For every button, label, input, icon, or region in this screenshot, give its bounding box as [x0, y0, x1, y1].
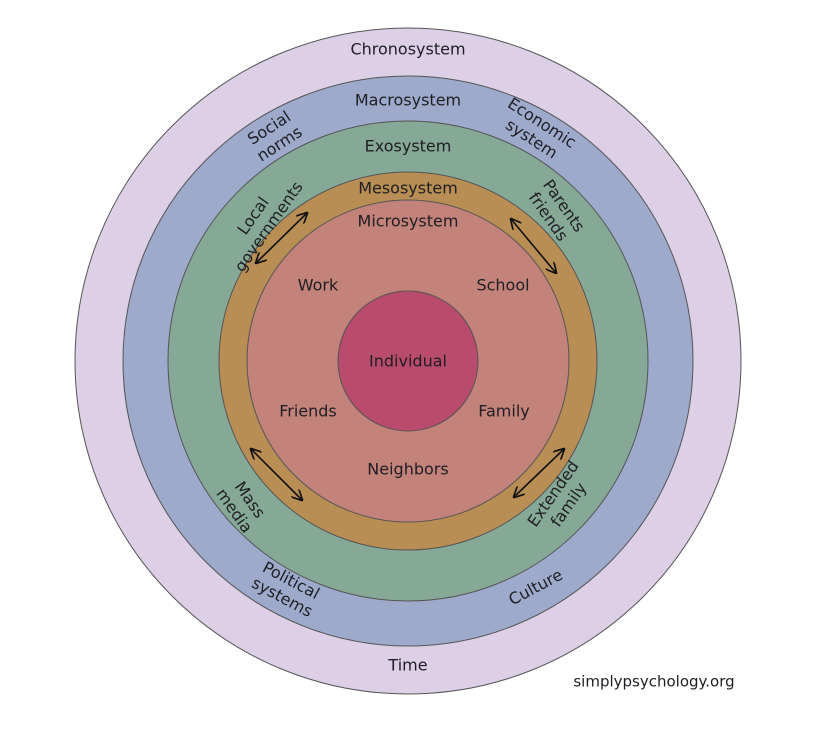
- microsystem-label: Microsystem: [358, 212, 459, 231]
- mesosystem-label: Mesosystem: [358, 179, 458, 198]
- individual-circle: [337, 290, 479, 432]
- individual-label: Individual: [369, 352, 447, 371]
- school-label: School: [476, 276, 529, 295]
- watermark: simplypsychology.org: [573, 673, 734, 691]
- chronosystem-label: Chronosystem: [350, 40, 465, 59]
- exosystem-label: Exosystem: [365, 137, 452, 156]
- neighbors-label: Neighbors: [367, 460, 448, 479]
- time-label: Time: [387, 656, 427, 675]
- work-label: Work: [298, 276, 339, 295]
- macrosystem-label: Macrosystem: [355, 91, 461, 110]
- double-arrow-icon: [251, 449, 302, 500]
- friends-label: Friends: [279, 402, 337, 421]
- double-arrow-icon: [514, 449, 564, 497]
- family-label: Family: [478, 402, 529, 421]
- double-arrow-icon: [511, 219, 556, 273]
- double-arrow-icon: [256, 213, 307, 263]
